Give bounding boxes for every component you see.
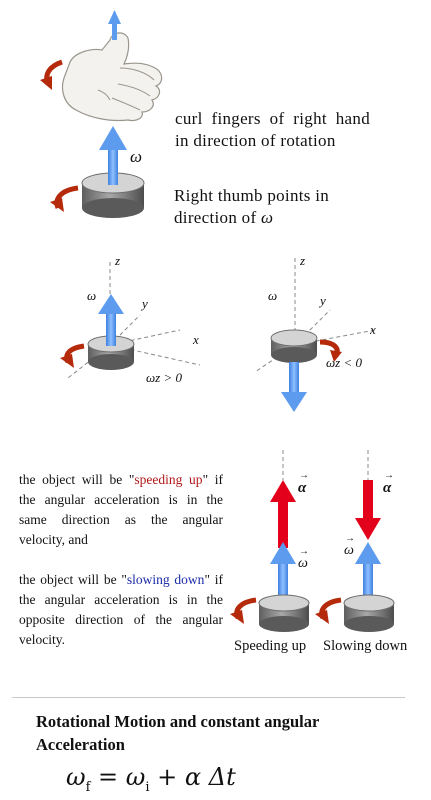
formula-delta-t: Δt (208, 763, 236, 791)
p2-after: " if the angular acceleration is in the … (19, 572, 223, 647)
alpha-label-speeding: →α (298, 470, 309, 496)
slowing-down-highlight: slowing down (126, 572, 205, 587)
curl-fingers-text: curl fingers of right hand in direction … (175, 109, 370, 150)
formula-alpha: α (184, 763, 202, 791)
alpha-label-slowing: →α (383, 470, 394, 496)
speeding-up-explanation: the object will be "speeding up" if the … (19, 470, 223, 550)
axes-diagram-positive (60, 262, 201, 379)
speeding-up-highlight: speeding up (134, 472, 203, 487)
omega-positive-condition: ωz > 0 (146, 370, 183, 385)
formula-equals: = (98, 763, 119, 791)
omega-label-top: ω (130, 147, 143, 166)
thumb-direction-arrow-head (108, 10, 121, 24)
slowing-down-caption: Slowing down (323, 638, 408, 654)
omega-vector-slowing (363, 562, 373, 610)
omega-label-right: ω (268, 288, 278, 303)
omega-negative-condition: ωz < 0 (326, 355, 363, 370)
alpha-symbol-1: α (298, 480, 307, 496)
right-hand-illustration (40, 10, 163, 122)
p1-after: " if the angular acceleration is in the … (19, 472, 223, 547)
slowing-down-explanation: the object will be "slowing down" if the… (19, 570, 223, 650)
omega-label-slowing: →ω (344, 533, 355, 558)
thumb-direction-text: Right thumb points in direction of ω (174, 185, 374, 229)
speeding-up-caption: Speeding up (234, 638, 307, 654)
omega-vector-speeding (278, 562, 288, 610)
p1-before: the object will be " (19, 472, 135, 487)
thumb-direction-arrow-shaft (112, 22, 117, 40)
formula-omega-f: ω (66, 763, 86, 791)
axis-y-label-left: y (142, 296, 148, 311)
p2-before: the object will be " (19, 572, 127, 587)
speeding-up-diagram (230, 450, 310, 632)
thumb-text-line2: direction of (174, 208, 257, 227)
alpha-vector-opposite-direction (363, 480, 373, 520)
omega-symbol-slowing: ω (344, 543, 354, 558)
omega-symbol: ω (261, 208, 274, 227)
axis-z-label-right: z (300, 253, 306, 268)
axis-z-label-left: z (115, 253, 121, 268)
angular-velocity-formula: ωf = ωi + α Δt (66, 763, 236, 795)
thumb-text-line1: Right thumb points in (174, 186, 330, 205)
formula-sub-f: f (85, 779, 91, 795)
formula-sub-i: i (145, 779, 150, 795)
omega-symbol-speeding: ω (298, 556, 308, 571)
axis-y-label-right: y (320, 293, 326, 308)
axes-diagram-negative (254, 258, 376, 412)
section-divider (12, 697, 405, 698)
omega-label-left: ω (87, 288, 97, 303)
alpha-symbol-2: α (383, 480, 392, 496)
omega-vector-shaft (108, 148, 118, 185)
top-spinning-disk (50, 126, 145, 218)
axis-x-label-right: x (370, 322, 376, 337)
axis-x-label-left: x (193, 332, 199, 347)
section-heading: Rotational Motion and constant angular A… (36, 712, 319, 754)
omega-vector-head (99, 126, 127, 150)
formula-plus: + (157, 763, 178, 791)
slowing-down-diagram (315, 450, 395, 632)
omega-label-speeding: →ω (298, 546, 309, 571)
formula-omega-i: ω (125, 763, 146, 791)
alpha-vector-same-direction (278, 500, 288, 548)
